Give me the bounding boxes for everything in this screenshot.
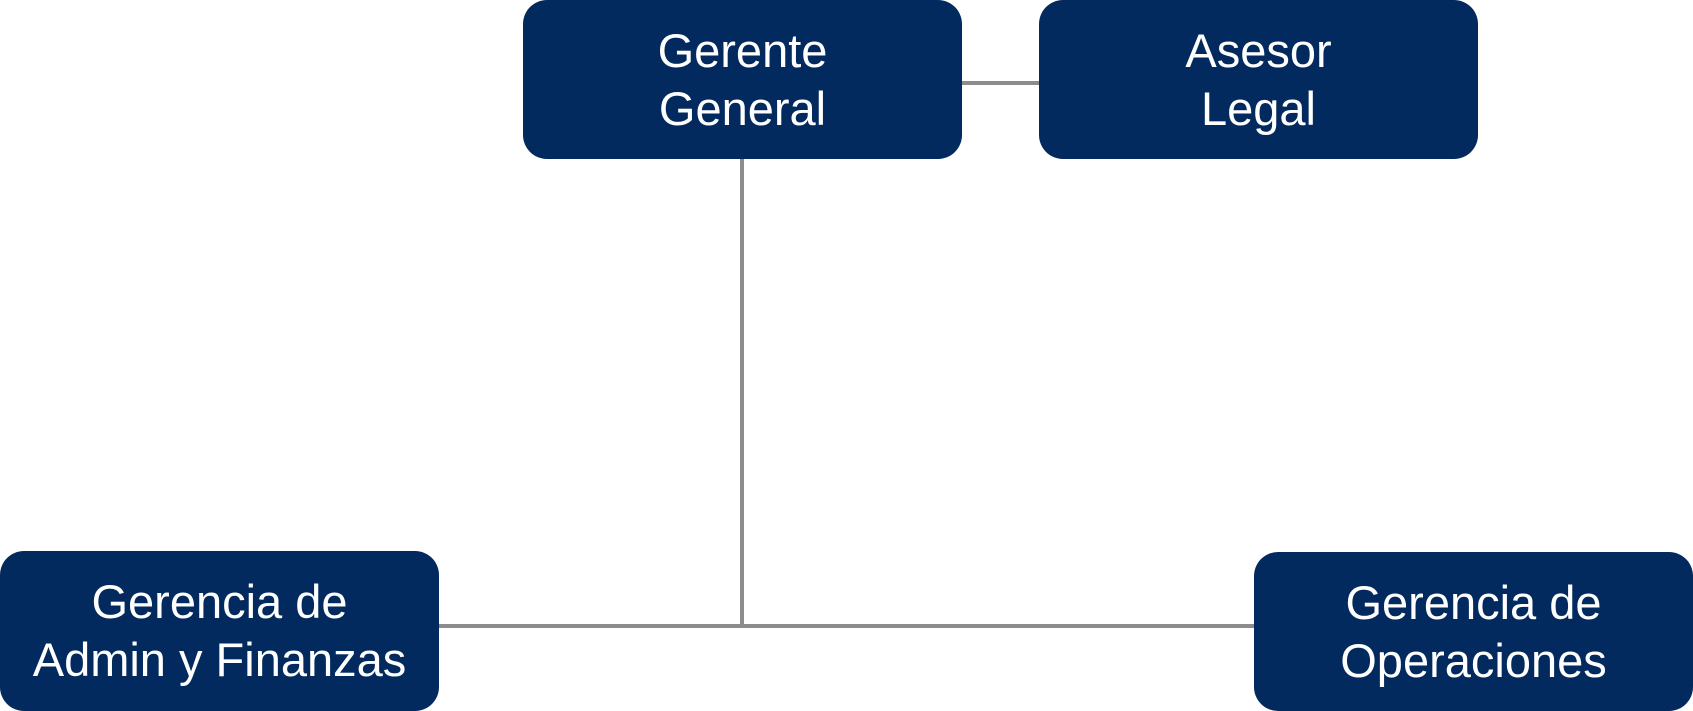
node-gerencia-admin-finanzas-line-2: Admin y Finanzas (32, 633, 407, 686)
node-gerente-general-line-2: General (658, 81, 827, 135)
node-gerencia-operaciones-line-2: Operaciones (1340, 633, 1607, 687)
node-gerencia-admin-finanzas-line-1: Gerencia de (91, 575, 348, 628)
node-gerente-general: Gerente General (523, 0, 962, 159)
node-gerencia-operaciones: Gerencia de Operaciones (1254, 552, 1693, 711)
node-asesor-legal-line-1: Asesor (1185, 23, 1332, 77)
connector-gerente-to-asesor (960, 81, 1040, 85)
connector-horizontal-bottom (438, 624, 1255, 628)
node-gerencia-admin-finanzas: Gerencia de Admin y Finanzas (0, 551, 439, 711)
node-gerente-general-line-1: Gerente (657, 23, 828, 77)
connector-gerente-vertical (740, 157, 744, 628)
node-asesor-legal: Asesor Legal (1039, 0, 1478, 159)
node-gerencia-operaciones-line-1: Gerencia de (1345, 575, 1602, 629)
node-asesor-legal-line-2: Legal (1201, 81, 1316, 135)
